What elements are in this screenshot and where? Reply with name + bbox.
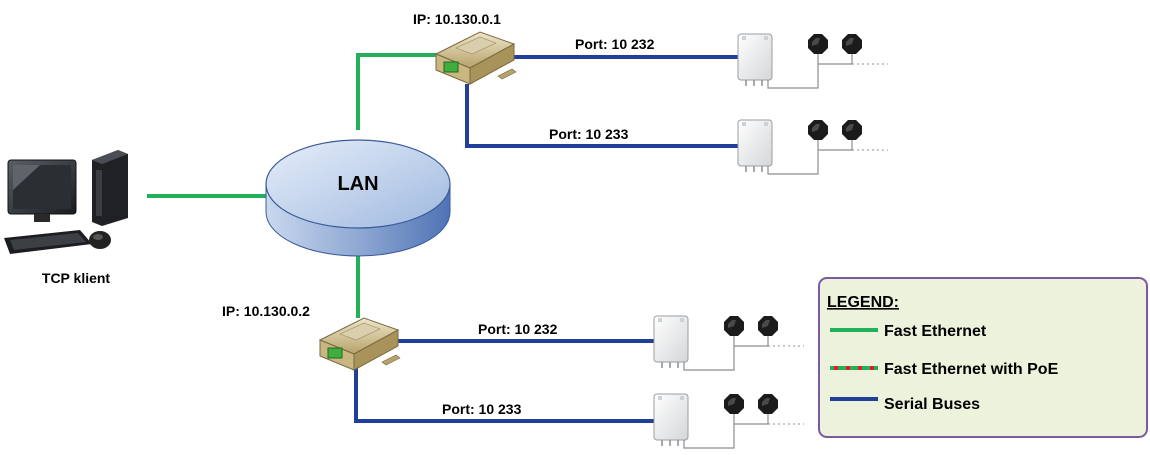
converter-2-ip: IP: 10.130.0.2: [222, 303, 310, 319]
ethernet-links: [147, 53, 440, 318]
converter-1-ip: IP: 10.130.0.1: [413, 11, 501, 27]
converter-2-port-2: Port: 10 233: [442, 401, 522, 417]
serial-box-icon: [653, 315, 805, 371]
converter-2-port-1: Port: 10 232: [478, 321, 558, 337]
serial-box-icon: [737, 119, 889, 175]
legend: LEGEND: Fast Ethernet Fast Ethernet with…: [818, 277, 1148, 438]
client-label: TCP klient: [42, 270, 111, 286]
legend-item-ethernet: Fast Ethernet: [884, 323, 987, 340]
serial-box-icon: [653, 393, 805, 449]
computer-icon: [4, 150, 128, 254]
lan-cloud: [265, 139, 451, 257]
legend-item-poe: Fast Ethernet with PoE: [884, 361, 1059, 378]
legend-box: [818, 277, 1148, 438]
converter-1-port-1: Port: 10 232: [575, 36, 655, 52]
legend-item-serial: Serial Buses: [884, 396, 980, 413]
link-lan-converter-1: [356, 53, 440, 130]
serial-box-icon: [737, 33, 889, 89]
lan-label: LAN: [337, 173, 378, 195]
legend-title: LEGEND:: [827, 294, 899, 311]
bus-c2-port-10233: [354, 356, 654, 423]
converter-1-port-2: Port: 10 233: [549, 126, 629, 142]
converter-2-icon: [319, 317, 401, 371]
bus-c1-port-10233: [465, 84, 738, 148]
serial-buses: [354, 55, 738, 423]
converter-1-icon: [435, 31, 517, 85]
